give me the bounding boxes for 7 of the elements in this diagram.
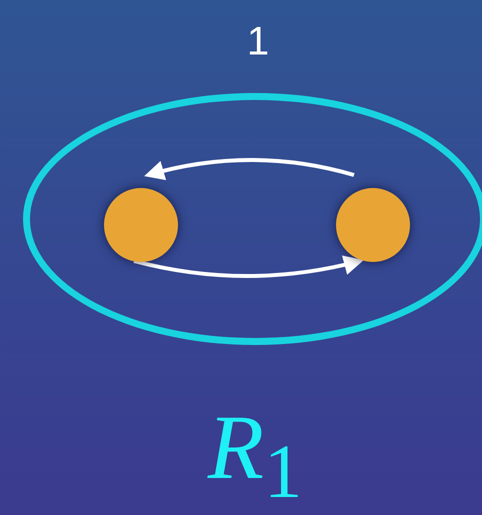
particle-circle xyxy=(336,188,410,262)
number-label: 1 xyxy=(246,20,270,64)
arrow xyxy=(134,255,364,278)
ellipse-outline xyxy=(23,93,482,345)
region-label: R$_{1}$ xyxy=(208,394,302,515)
particle-circle xyxy=(104,188,178,262)
arrow xyxy=(144,158,355,181)
